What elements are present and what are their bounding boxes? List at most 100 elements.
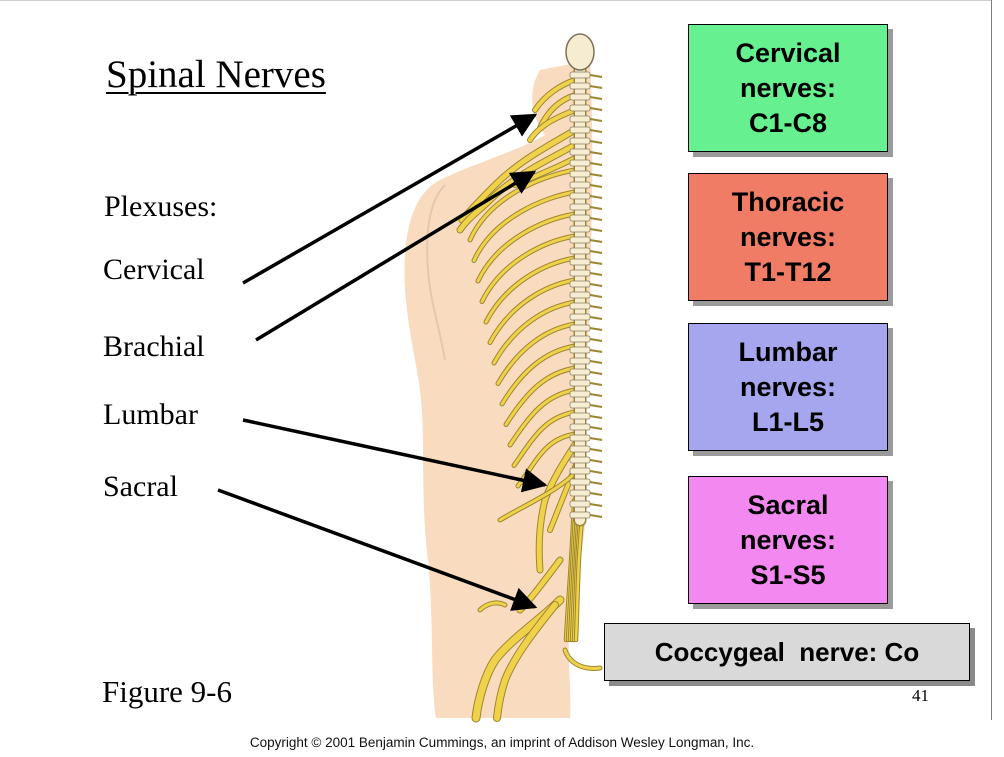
vertebra [570,369,590,375]
vertebra [570,226,590,232]
spinal-root-stub [590,460,602,462]
copyright-notice: Copyright © 2001 Benjamin Cummings, an i… [0,735,1004,750]
box-line: T1-T12 [744,255,831,290]
vertebra [570,512,590,518]
vertebra [570,127,590,133]
sacral-nerves-box: Sacral nerves: S1-S5 [688,476,888,604]
plexus-label-brachial: Brachial [103,330,205,364]
box-line: Lumbar [738,335,837,370]
spinal-root-stub [590,383,602,385]
spinal-root-stub [590,229,602,231]
vertebra [570,358,590,364]
thoracic-nerves-box: Thoracic nerves: T1-T12 [688,173,888,301]
vertebra [570,413,590,419]
vertebra [570,501,590,507]
figure-label: Figure 9-6 [102,674,232,710]
spinal-root-stub [590,251,602,253]
vertebra [570,314,590,320]
box-line: S1-S5 [750,558,825,593]
vertebra [570,468,590,474]
vertebra [570,424,590,430]
plexus-label-lumbar: Lumbar [103,398,198,432]
cervical-nerves-box: Cervical nerves: C1-C8 [688,24,888,152]
vertebra [570,193,590,199]
box-line: nerves: [740,523,836,558]
vertebra [570,160,590,166]
coccygeal-nerve [565,650,600,668]
skull-base [566,34,594,70]
vertebra [570,72,590,78]
box-line: Thoracic [732,185,845,220]
vertebra [570,479,590,485]
vertebra [570,94,590,100]
spinal-root-stub [590,262,602,264]
vertebra [570,391,590,397]
vertebra [570,457,590,463]
spinal-root-stub [590,482,602,484]
box-line: Cervical [735,36,840,71]
box-line: nerves: [740,370,836,405]
spinal-root-stub [590,218,602,220]
plexus-label-sacral: Sacral [103,470,178,504]
vertebra [570,149,590,155]
vertebra [570,303,590,309]
spinal-root-stub [590,372,602,374]
vertebra [570,292,590,298]
vertebra [570,116,590,122]
box-line: L1-L5 [752,405,824,440]
vertebra [570,138,590,144]
vertebra [570,380,590,386]
box-line: C1-C8 [749,106,827,141]
spinal-root-stub [590,438,602,440]
plexuses-heading: Plexuses: [104,190,217,224]
vertebra [570,325,590,331]
page-number: 41 [912,686,929,706]
vertebra [570,204,590,210]
box-line: nerves: [740,220,836,255]
vertebra [570,83,590,89]
plexus-label-cervical: Cervical [103,253,205,287]
spinal-root-stub [590,306,602,308]
spinal-root-stub [590,317,602,319]
spinal-root-stub [590,361,602,363]
spinal-root-stub [590,295,602,297]
vertebra [570,336,590,342]
vertebra [570,281,590,287]
spinal-root-stub [590,394,602,396]
vertebra [570,171,590,177]
spinal-root-stub [590,504,602,506]
spinal-root-stub [590,449,602,451]
spinal-root-stub [590,350,602,352]
vertebra [570,182,590,188]
spinal-root-stub [590,273,602,275]
vertebra [570,270,590,276]
spinal-root-stub [590,284,602,286]
vertebra [570,347,590,353]
vertebra [570,237,590,243]
vertebra [570,215,590,221]
spinal-root-stub [590,416,602,418]
spinal-root-stub [590,86,602,88]
spinal-root-stub [590,240,602,242]
spinal-root-stub [590,427,602,429]
slide-title: Spinal Nerves [106,52,326,97]
spinal-root-stub [590,97,602,99]
vertebra [570,259,590,265]
lumbar-nerves-box: Lumbar nerves: L1-L5 [688,323,888,451]
vertebra [570,402,590,408]
spinal-root-stub [590,471,602,473]
coccygeal-nerve-box: Coccygeal nerve: Co [604,623,970,681]
spinal-root-stub [590,493,602,495]
vertebra [570,490,590,496]
vertebra [570,248,590,254]
torso-shape [404,60,592,718]
spinal-root-stub [590,405,602,407]
spinal-root-stub [590,339,602,341]
box-line: nerves: [740,71,836,106]
vertebra [570,105,590,111]
spinal-root-stub [590,75,602,77]
spinal-root-stub [590,328,602,330]
vertebra [570,446,590,452]
spinal-root-stub [590,515,602,517]
